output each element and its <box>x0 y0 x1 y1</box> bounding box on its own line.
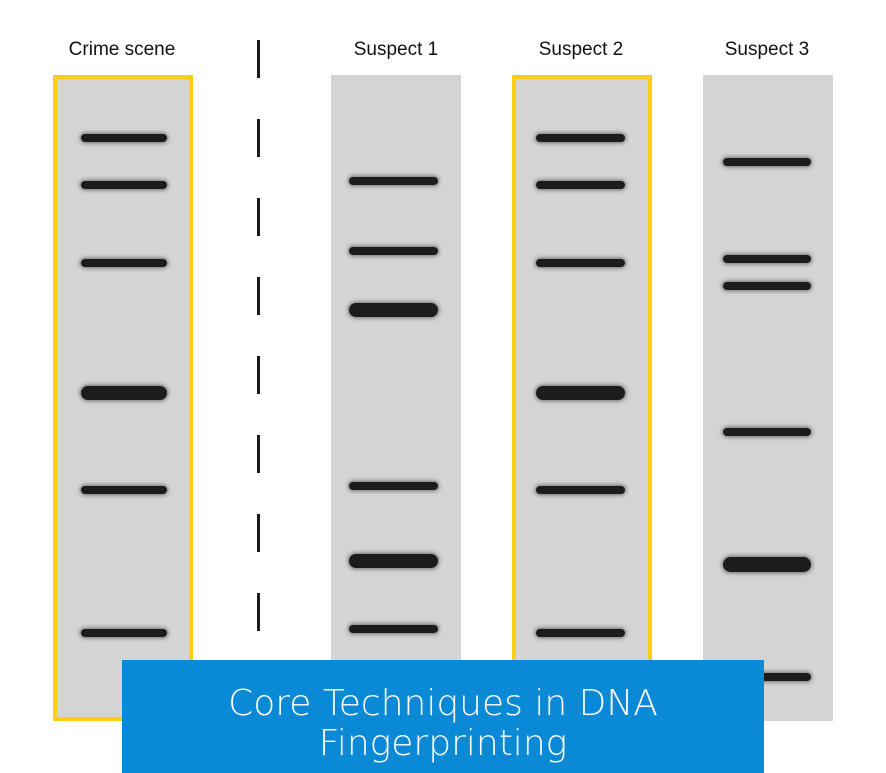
dna-band <box>81 486 167 494</box>
dna-band <box>723 255 811 263</box>
dna-band <box>536 259 625 267</box>
lane-label-suspect-3: Suspect 3 <box>724 39 810 60</box>
dna-band <box>81 386 167 400</box>
gel-lane-crime-scene <box>53 75 193 721</box>
lane-divider-dash <box>257 119 260 157</box>
lane-label-crime-scene: Crime scene <box>68 39 176 60</box>
lane-divider-dash <box>257 514 260 552</box>
title-banner: Core Techniques in DNA Fingerprinting <box>122 660 764 773</box>
dna-band <box>81 134 167 142</box>
dna-band <box>723 557 811 572</box>
dna-band <box>81 181 167 189</box>
dna-band <box>536 629 625 637</box>
dna-band <box>536 386 625 400</box>
dna-band <box>349 554 438 568</box>
dna-band <box>723 282 811 290</box>
dna-band <box>81 629 167 637</box>
dna-band <box>349 303 438 317</box>
lane-label-suspect-2: Suspect 2 <box>538 39 624 60</box>
dna-band <box>349 247 438 255</box>
gel-lane-suspect-3 <box>703 75 833 721</box>
lane-divider-dash <box>257 277 260 315</box>
lane-label-suspect-1: Suspect 1 <box>353 39 439 60</box>
title-line-1: Core Techniques in DNA <box>228 683 658 724</box>
dna-band <box>349 177 438 185</box>
dna-band <box>536 181 625 189</box>
lane-divider-dash <box>257 356 260 394</box>
dna-band <box>349 482 438 490</box>
dna-band <box>81 259 167 267</box>
lane-divider-dash <box>257 435 260 473</box>
gel-lane-suspect-1 <box>331 75 461 721</box>
dna-band <box>536 486 625 494</box>
gel-lane-suspect-2 <box>512 75 652 721</box>
lane-divider-dash <box>257 198 260 236</box>
lane-divider-dash <box>257 593 260 631</box>
lane-divider-dash <box>257 40 260 78</box>
dna-band <box>723 673 811 681</box>
dna-band <box>723 158 811 166</box>
title-line-2: Fingerprinting <box>318 723 568 764</box>
dna-band <box>536 134 625 142</box>
dna-band <box>349 625 438 633</box>
dna-band <box>723 428 811 436</box>
